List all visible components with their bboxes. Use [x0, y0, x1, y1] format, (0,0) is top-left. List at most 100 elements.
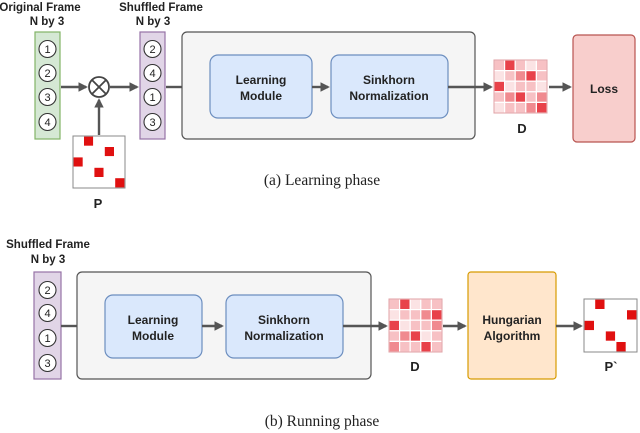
matrix-cell: [409, 340, 422, 353]
svg-text:3: 3: [149, 117, 155, 129]
matrix-cell: [113, 135, 126, 147]
sinkhorn-label-1: Sinkhorn: [363, 73, 415, 87]
matrix-cell: [593, 330, 606, 342]
original-item: 2: [38, 63, 57, 83]
matrix-cell: [430, 298, 443, 311]
matrix-border: [493, 59, 548, 114]
matrix-cell: [409, 319, 422, 332]
matrix-cell: [493, 80, 506, 93]
matrix-cell: [493, 59, 506, 72]
running-shuffled-frame-title: Shuffled Frame: [6, 239, 90, 251]
matrix-cell: [420, 319, 432, 332]
matrix-cell: [388, 340, 401, 353]
running-shuffled-item: 3: [38, 353, 57, 373]
running-shuffled-item: 2: [38, 280, 57, 300]
matrix-cell: [409, 309, 422, 321]
matrix-cell: [525, 80, 537, 93]
matrix-cell: [113, 177, 126, 189]
matrix-cell: [399, 309, 411, 321]
matrix-cell: [593, 309, 606, 321]
matrix-cell: [493, 91, 506, 104]
svg-text:1: 1: [44, 333, 50, 345]
matrix-cell: [430, 309, 443, 321]
running-shuffled-item: 1: [38, 328, 57, 348]
learning-module-label-2: Module: [240, 89, 282, 103]
matrix-cell: [504, 80, 516, 93]
matrix-cell: [409, 330, 422, 342]
original-item: 3: [38, 87, 57, 107]
matrix-cell: [72, 135, 84, 147]
matrix-cell: [420, 340, 432, 353]
matrix-cell: [535, 59, 548, 72]
svg-text:3: 3: [44, 92, 50, 104]
shuffled-item: 3: [143, 112, 162, 132]
svg-text:4: 4: [44, 117, 50, 129]
matrix-cell: [72, 156, 84, 168]
hungarian-label-1: Hungarian: [482, 313, 541, 327]
matrix-cell: [593, 298, 606, 311]
matrix-cell: [604, 319, 617, 332]
matrix-cell: [113, 166, 126, 179]
matrix-cell: [93, 156, 105, 168]
matrix-cell: [525, 101, 537, 114]
matrix-cell: [493, 69, 506, 82]
output-permutation-matrix: [583, 298, 638, 353]
matrix-cell: [420, 330, 432, 342]
soft-permutation-matrix: [493, 59, 548, 114]
matrix-cell: [399, 330, 411, 342]
shuffled-item: 1: [143, 87, 162, 107]
matrix-cell: [525, 69, 537, 82]
output-label: P`: [605, 359, 618, 374]
matrix-cell: [514, 80, 527, 93]
matrix-cell: [430, 319, 443, 332]
matrix-cell: [625, 298, 638, 311]
matrix-cell: [514, 101, 527, 114]
caption-learning-phase: (a) Learning phase: [264, 172, 380, 189]
running-soft-permutation-matrix: [388, 298, 443, 353]
running-shuffled-frame-subtitle: N by 3: [31, 254, 66, 266]
matrix-cell: [103, 135, 116, 147]
matrix-cell: [388, 319, 401, 332]
matrix-cell: [514, 69, 527, 82]
matrix-cell: [535, 91, 548, 104]
matrix-cell: [93, 166, 105, 179]
hungarian-label-2: Algorithm: [484, 329, 541, 343]
matrix-cell: [388, 309, 401, 321]
matrix-cell: [399, 319, 411, 332]
original-item: 4: [38, 112, 57, 132]
svg-text:4: 4: [44, 308, 50, 320]
running-learning-module-label-2: Module: [132, 329, 174, 343]
matrix-border: [72, 135, 126, 189]
svg-text:1: 1: [149, 92, 155, 104]
svg-text:4: 4: [149, 68, 155, 80]
matrix-cell: [93, 135, 105, 147]
matrix-cell: [604, 309, 617, 321]
matrix-cell: [420, 309, 432, 321]
matrix-cell: [82, 145, 95, 158]
shuffled-frame-subtitle: N by 3: [136, 16, 171, 28]
matrix-cell: [514, 59, 527, 72]
matrix-cell: [525, 91, 537, 104]
matrix-cell: [103, 166, 116, 179]
running-matrix-label: D: [410, 359, 419, 374]
matrix-cell: [399, 298, 411, 311]
matrix-cell: [399, 340, 411, 353]
matrix-cell: [535, 69, 548, 82]
matrix-cell: [493, 101, 506, 114]
matrix-cell: [82, 166, 95, 179]
matrix-border: [388, 298, 443, 353]
original-frame-title: Original Frame: [0, 2, 81, 14]
matrix-cell: [583, 319, 596, 332]
matrix-cell: [504, 91, 516, 104]
matrix-cell: [72, 145, 84, 158]
matrix-cell: [583, 330, 596, 342]
matrix-cell: [103, 177, 116, 189]
matrix-cell: [625, 330, 638, 342]
matrix-cell: [82, 156, 95, 168]
matrix-label: D: [517, 121, 526, 136]
multiply-operator-icon: [88, 76, 110, 98]
matrix-cell: [583, 340, 596, 353]
matrix-cell: [72, 177, 84, 189]
permutation-matrix: [72, 135, 126, 189]
matrix-cell: [604, 330, 617, 342]
